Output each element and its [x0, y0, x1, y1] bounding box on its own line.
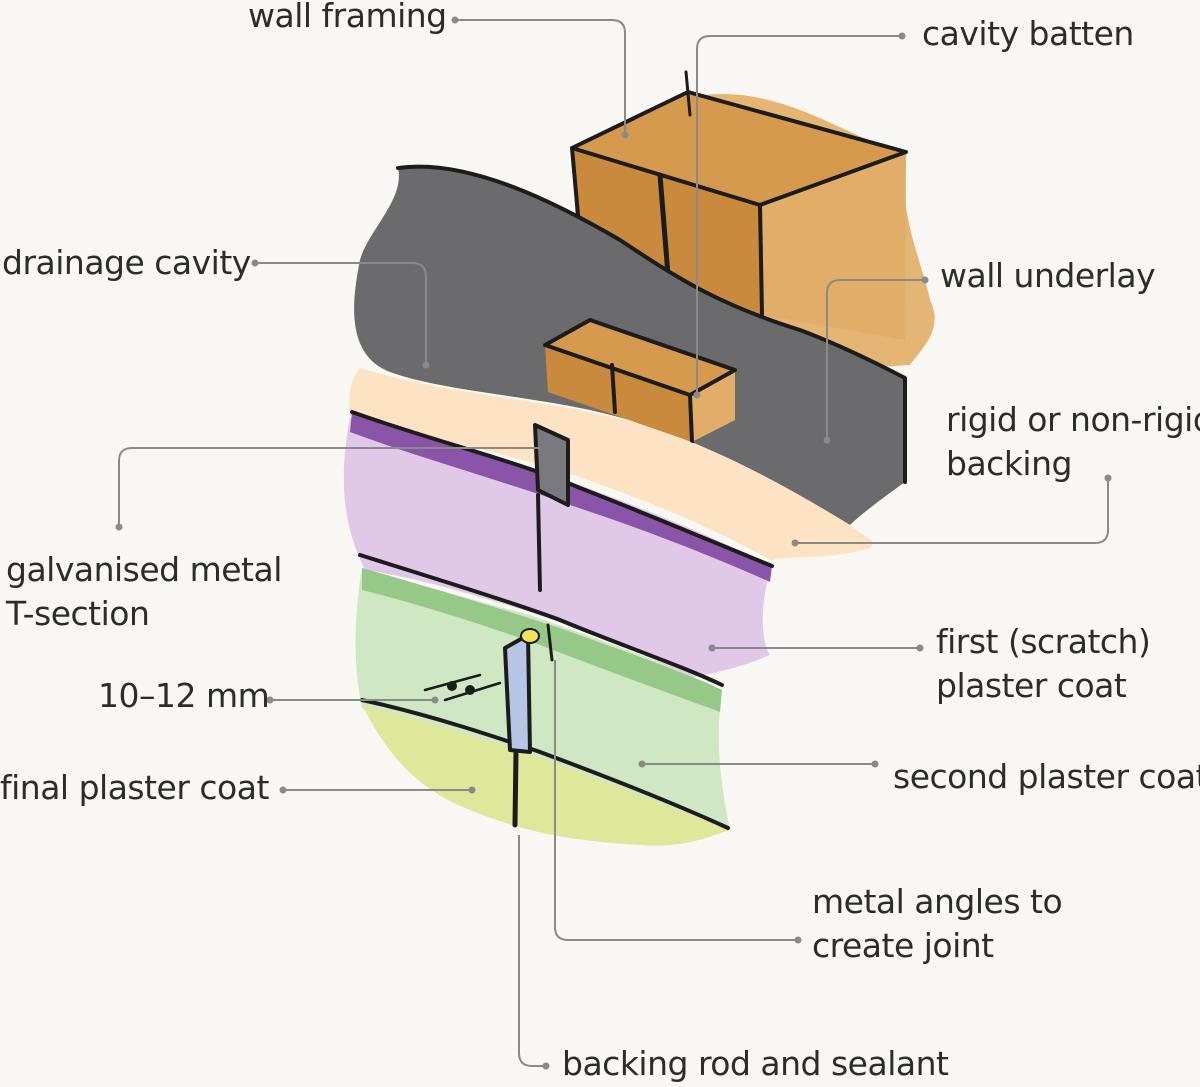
label-cavity-batten: cavity batten — [922, 14, 1134, 53]
label-gap-dimension: 10–12 mm — [98, 676, 270, 715]
cavity-batten-block — [543, 318, 737, 444]
wall-framing-block — [570, 70, 908, 340]
label-second-plaster-coat: second plaster coat — [893, 757, 1200, 796]
scratch-coat-outline — [350, 410, 774, 568]
label-first-scratch-coat: first (scratch) plaster coat — [936, 622, 1151, 705]
scratch-coat-layer — [343, 418, 772, 678]
label-galvanised-t-section: galvanised metal T-section — [6, 550, 282, 633]
label-wall-framing: wall framing — [248, 0, 447, 35]
second-coat-edge — [362, 568, 722, 712]
gap-dimension-marker — [423, 673, 502, 702]
label-wall-underlay: wall underlay — [940, 256, 1156, 295]
wall-underlay-outline — [396, 164, 907, 484]
label-rigid-backing: rigid or non-rigid backing — [946, 400, 1200, 483]
final-coat-layer — [362, 705, 730, 846]
label-backing-rod-sealant: backing rod and sealant — [562, 1044, 949, 1083]
backing-rod-and-sealant — [503, 623, 554, 828]
label-final-plaster-coat: final plaster coat — [0, 768, 269, 807]
rigid-backing-layer — [349, 368, 873, 560]
final-coat-outline — [360, 698, 730, 830]
second-coat-outline — [358, 553, 724, 687]
label-drainage-cavity: drainage cavity — [2, 243, 251, 282]
galvanised-t-section — [533, 423, 570, 592]
second-coat-layer — [355, 568, 730, 830]
leader-lines — [115, 16, 1112, 1070]
label-metal-angles: metal angles to create joint — [812, 882, 1063, 965]
